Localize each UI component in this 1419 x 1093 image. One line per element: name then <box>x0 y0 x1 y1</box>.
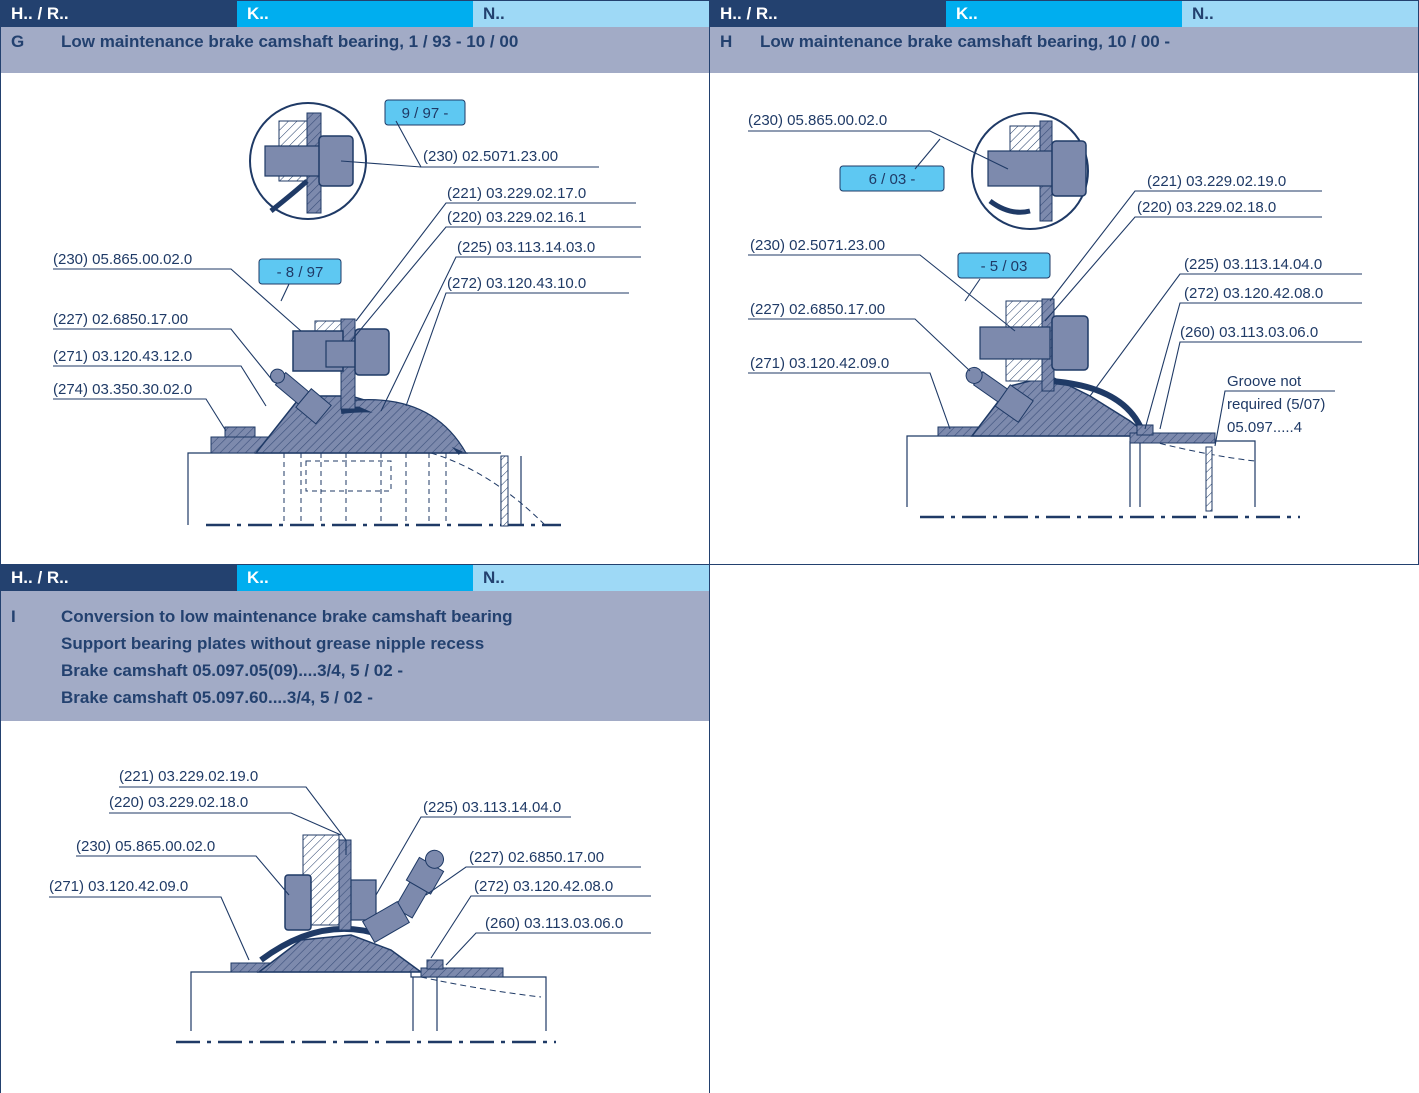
shaft-outline <box>187 452 501 525</box>
header-hr: H.. / R.. <box>720 4 778 23</box>
callout-label: (221) 03.229.02.19.0 <box>1147 173 1286 190</box>
title-line: Support bearing plates without grease ni… <box>61 634 485 653</box>
callout-label: (271) 03.120.42.09.0 <box>49 878 188 895</box>
header-k: K.. <box>247 568 269 587</box>
callout-label: (230) 05.865.00.02.0 <box>748 112 887 129</box>
callout-label: (272) 03.120.43.10.0 <box>447 275 586 292</box>
callout-label: (221) 03.229.02.17.0 <box>447 185 586 202</box>
badge-text: - 8 / 97 <box>277 264 324 281</box>
callout-label: (220) 03.229.02.18.0 <box>1137 199 1276 216</box>
title-text: Low maintenance brake camshaft bearing, … <box>61 32 519 51</box>
badge-text: 9 / 97 - <box>402 105 449 122</box>
callout-label: (225) 03.113.14.04.0 <box>423 799 561 816</box>
title-text: Low maintenance brake camshaft bearing, … <box>760 32 1171 51</box>
grease-nipple <box>270 368 332 425</box>
badge-text: 6 / 03 - <box>869 171 916 188</box>
header-hr: H.. / R.. <box>11 4 69 23</box>
header-k: K.. <box>956 4 978 23</box>
title-line: Brake camshaft 05.097.05(09)....3/4, 5 /… <box>61 661 404 680</box>
callout-label: (274) 03.350.30.02.0 <box>53 381 192 398</box>
callout-label: (227) 02.6850.17.00 <box>469 849 604 866</box>
badge-9-97 <box>384 99 466 126</box>
callout-label: (230) 05.865.00.02.0 <box>53 251 192 268</box>
callout-label: (230) 02.5071.23.00 <box>750 237 885 254</box>
callout-label: (272) 03.120.42.08.0 <box>1184 285 1323 302</box>
panel-i-title: I Conversion to low maintenance brake ca… <box>1 591 709 721</box>
header-k: K.. <box>247 4 269 23</box>
title-line: Conversion to low maintenance brake cams… <box>61 607 513 626</box>
note-text: required (5/07) <box>1227 396 1325 413</box>
callout-label: (260) 03.113.03.06.0 <box>485 915 623 932</box>
panel-g-header: H.. / R.. K.. N.. <box>1 1 709 27</box>
header-n: N.. <box>483 568 505 587</box>
panel-h-header: H.. / R.. K.. N.. <box>710 1 1418 27</box>
header-n: N.. <box>483 4 505 23</box>
header-n: N.. <box>1192 4 1214 23</box>
diagram-g: 9 / 97 - - 8 / 97 (230) 02.5071.23.00 (2… <box>53 99 641 527</box>
callout-label: (225) 03.113.14.04.0 <box>1184 256 1322 273</box>
callout-label: (260) 03.113.03.06.0 <box>1180 324 1318 341</box>
diagram-i: (221) 03.229.02.19.0 (220) 03.229.02.18.… <box>49 768 651 1044</box>
callout-label: (272) 03.120.42.08.0 <box>474 878 613 895</box>
panel-i-header: H.. / R.. K.. N.. <box>1 565 709 591</box>
callout-label: (220) 03.229.02.16.1 <box>447 209 586 226</box>
callout-label: (225) 03.113.14.03.0 <box>457 239 595 256</box>
title-line: Brake camshaft 05.097.60....3/4, 5 / 02 … <box>61 688 373 707</box>
callout-label: (227) 02.6850.17.00 <box>53 311 188 328</box>
callout-label: (230) 05.865.00.02.0 <box>76 838 215 855</box>
panel-i: H.. / R.. K.. N.. I Conversion to low ma… <box>0 564 710 1093</box>
note-text: Groove not <box>1227 373 1302 390</box>
callout-label: (220) 03.229.02.18.0 <box>109 794 248 811</box>
title-letter: I <box>11 607 16 626</box>
callout-label: (271) 03.120.42.09.0 <box>750 355 889 372</box>
callout-label: (271) 03.120.43.12.0 <box>53 348 192 365</box>
note-text: 05.097.....4 <box>1227 419 1302 436</box>
panel-g: H.. / R.. K.. N.. G Low maintenance brak… <box>0 0 710 565</box>
panel-h: H.. / R.. K.. N.. H Low maintenance brak… <box>709 0 1419 565</box>
callout-label: (227) 02.6850.17.00 <box>750 301 885 318</box>
panel-g-title: G Low maintenance brake camshaft bearing… <box>1 27 709 73</box>
header-hr: H.. / R.. <box>11 568 69 587</box>
title-letter: G <box>11 32 25 51</box>
diagram-h: 6 / 03 - - 5 / 03 (230) 05.865.00.02.0 (… <box>748 112 1362 519</box>
badge-text: - 5 / 03 <box>981 258 1028 275</box>
callout-label: (221) 03.229.02.19.0 <box>119 768 258 785</box>
badge-8-97 <box>258 258 342 285</box>
panel-h-title: H Low maintenance brake camshaft bearing… <box>710 27 1418 73</box>
callout-label: (230) 02.5071.23.00 <box>423 148 558 165</box>
title-letter: H <box>720 32 733 51</box>
